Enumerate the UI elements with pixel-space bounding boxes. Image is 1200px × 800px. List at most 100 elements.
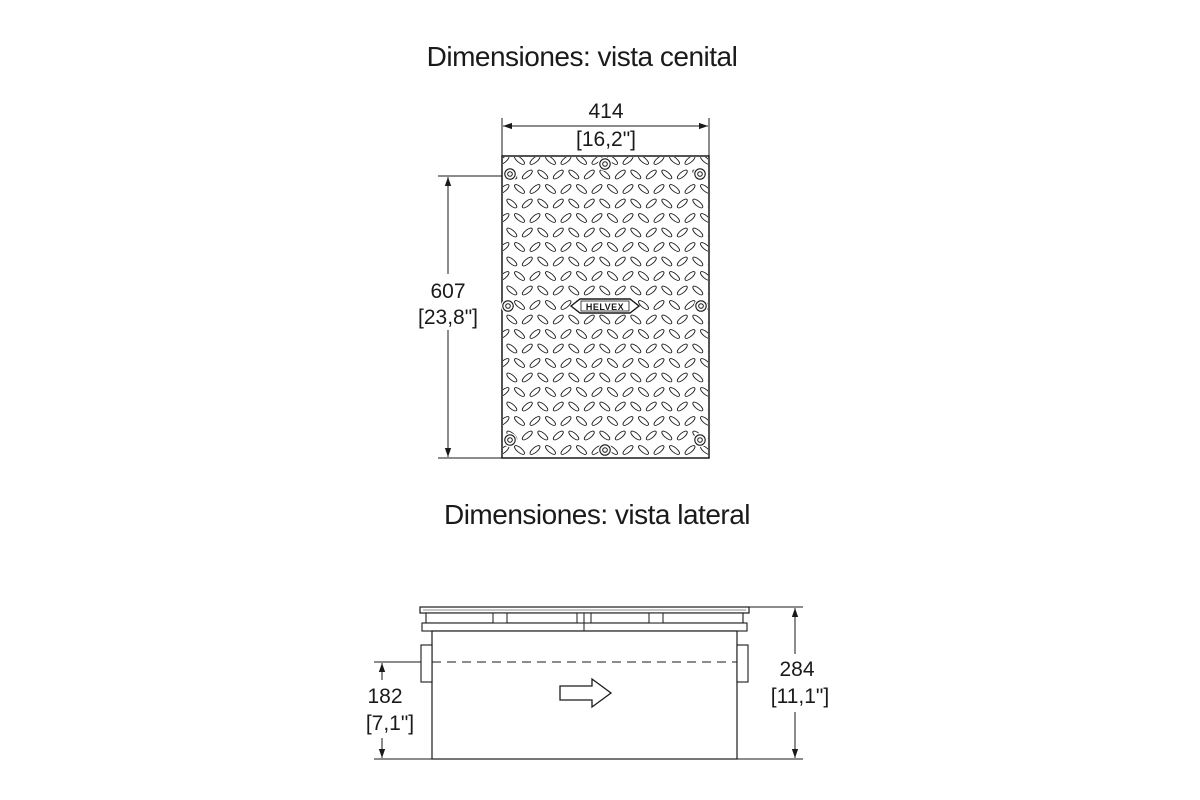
tread-mark	[545, 157, 556, 165]
tread-mark	[599, 372, 611, 383]
tread-mark	[700, 358, 708, 368]
tread-mark	[591, 184, 603, 194]
tread-mark	[568, 459, 581, 471]
tread-mark	[630, 256, 642, 267]
tread-mark	[503, 213, 510, 223]
tread-mark	[607, 329, 618, 339]
tread-mark	[661, 459, 674, 471]
tread-mark	[622, 358, 634, 368]
tread-mark	[661, 198, 673, 209]
tread-mark	[661, 285, 673, 296]
tread-mark	[653, 271, 665, 281]
tread-mark	[630, 227, 642, 238]
tread-mark	[560, 445, 572, 455]
tread-mark	[676, 459, 689, 471]
tread-mark	[560, 300, 572, 310]
tread-mark	[599, 198, 611, 209]
tread-mark	[645, 314, 657, 325]
outlet-height-in-label: [7,1"]	[366, 712, 414, 735]
tread-mark	[583, 430, 595, 441]
tread-mark	[552, 343, 564, 354]
tread-mark	[614, 169, 626, 180]
tread-mark	[700, 329, 708, 339]
tread-mark	[568, 372, 580, 383]
tread-mark	[576, 157, 587, 165]
tread-mark	[622, 445, 634, 455]
tread-mark	[700, 387, 708, 397]
tread-mark	[638, 358, 649, 368]
tread-mark	[645, 227, 657, 238]
tread-mark	[591, 242, 603, 252]
tread-mark	[583, 372, 595, 383]
tread-mark	[552, 372, 564, 383]
tread-mark	[692, 459, 705, 471]
tread-mark	[537, 343, 549, 354]
tread-mark	[583, 227, 595, 238]
tread-mark	[545, 387, 556, 397]
side-view-body	[419, 606, 750, 760]
tread-mark	[545, 358, 556, 368]
tread-mark	[661, 401, 673, 412]
tread-mark	[514, 213, 525, 223]
tread-mark	[529, 387, 541, 397]
tread-mark	[607, 184, 618, 194]
tread-mark	[684, 445, 696, 455]
tread-mark	[622, 329, 634, 339]
tread-mark	[529, 445, 541, 455]
tread-mark	[529, 213, 541, 223]
tread-mark	[552, 285, 564, 296]
tread-mark	[622, 416, 634, 426]
tread-mark	[614, 285, 626, 296]
bolt-hole-inner	[507, 437, 513, 443]
tread-mark	[506, 198, 518, 209]
tread-mark	[638, 157, 649, 165]
tread-mark	[630, 372, 642, 383]
tread-mark	[692, 256, 704, 267]
tread-mark	[576, 271, 587, 281]
tread-mark	[676, 430, 688, 441]
tread-mark	[599, 343, 611, 354]
tread-mark	[645, 343, 657, 354]
tread-mark	[552, 169, 564, 180]
tread-mark	[653, 300, 665, 310]
tread-mark	[669, 213, 680, 223]
tread-mark	[684, 184, 696, 194]
bolt-hole-inner	[697, 171, 703, 177]
tread-mark	[514, 387, 525, 397]
tread-mark	[521, 285, 533, 296]
tread-mark	[614, 401, 626, 412]
tread-mark	[514, 184, 525, 194]
outlet-height-dimension: 182 [7,1"]	[356, 661, 432, 760]
tread-mark	[684, 358, 696, 368]
tread-mark	[506, 372, 518, 383]
tread-mark	[568, 430, 580, 441]
tread-mark	[676, 314, 688, 325]
tread-mark	[591, 416, 603, 426]
tread-mark	[568, 401, 580, 412]
tread-pattern	[503, 157, 708, 471]
tread-mark	[529, 329, 541, 339]
tread-mark	[545, 184, 556, 194]
tread-mark	[583, 459, 596, 471]
tread-mark	[514, 271, 525, 281]
tread-mark	[599, 430, 611, 441]
tread-mark	[514, 242, 525, 252]
tread-mark	[630, 169, 642, 180]
tread-mark	[684, 271, 696, 281]
tread-mark	[591, 271, 603, 281]
tread-mark	[700, 242, 708, 252]
tread-mark	[622, 184, 634, 194]
tread-mark	[607, 387, 618, 397]
tread-mark	[537, 459, 550, 471]
width-mm-label: 414	[588, 100, 623, 123]
tread-mark	[521, 430, 533, 441]
tread-mark	[669, 329, 680, 339]
tread-mark	[692, 343, 704, 354]
tread-mark	[669, 387, 680, 397]
tread-mark	[583, 285, 595, 296]
tread-mark	[506, 256, 518, 267]
tread-mark	[529, 242, 541, 252]
tread-mark	[661, 430, 673, 441]
tread-mark	[661, 314, 673, 325]
bolt-holes	[501, 157, 708, 457]
